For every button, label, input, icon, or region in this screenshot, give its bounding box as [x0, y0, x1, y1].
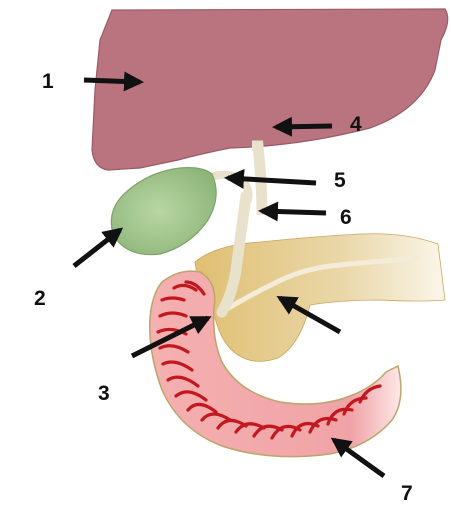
label-5: 5: [334, 169, 346, 192]
label-1: 1: [42, 70, 54, 93]
label-3: 3: [98, 382, 110, 405]
label-2: 2: [34, 287, 46, 310]
arrow-1: [84, 80, 140, 82]
label-7: 7: [401, 482, 413, 505]
arrow-4: [276, 126, 332, 127]
label-6: 6: [340, 206, 352, 229]
label-4: 4: [350, 113, 362, 136]
liver-shape: [92, 9, 448, 170]
arrow-2: [74, 230, 120, 266]
arrow-6: [262, 211, 326, 213]
gallbladder-shape: [111, 168, 216, 255]
